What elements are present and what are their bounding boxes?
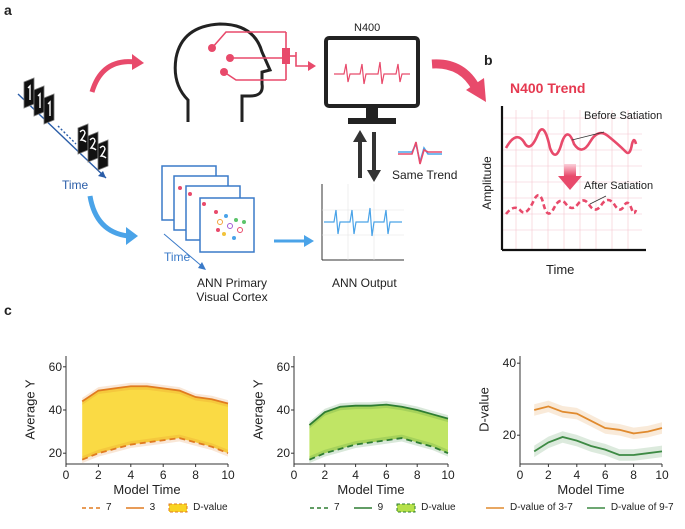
legend-swatch bbox=[125, 506, 144, 509]
trend-xlabel: Time bbox=[546, 262, 575, 277]
x-axis-title: Model Time bbox=[337, 482, 405, 497]
ann-output-graph-icon bbox=[321, 184, 404, 261]
panel-label-b: b bbox=[484, 52, 493, 68]
ann-output-label: ANN Output bbox=[332, 276, 397, 290]
legend-label: D-value of 9-7 bbox=[610, 502, 674, 513]
time-axis-label: Time bbox=[62, 178, 89, 192]
y-tick-label: 40 bbox=[48, 403, 62, 417]
x-tick-label: 4 bbox=[127, 468, 135, 482]
x-tick-label: 8 bbox=[413, 468, 421, 482]
y-tick-label: 20 bbox=[502, 428, 516, 443]
series-1-line bbox=[533, 405, 663, 435]
eeg-monitor-icon bbox=[324, 36, 420, 124]
x-tick-label: 4 bbox=[352, 468, 359, 482]
x-axis-title: Model Time bbox=[113, 482, 181, 497]
before-satiation-label: Before Satiation bbox=[584, 110, 663, 122]
legend-swatch bbox=[396, 503, 416, 512]
series-1-line bbox=[309, 437, 449, 461]
series-1-band bbox=[534, 400, 662, 440]
human-head-icon bbox=[173, 22, 316, 122]
legend-label: 3 bbox=[149, 502, 156, 513]
same-trend-waveform-icon bbox=[398, 141, 442, 165]
x-tick-label: 8 bbox=[630, 468, 637, 482]
y-tick-label: 40 bbox=[502, 356, 516, 371]
x-tick-label: 10 bbox=[655, 468, 669, 482]
legend-label: 9 bbox=[377, 502, 384, 513]
x-tick-label: 10 bbox=[221, 468, 235, 482]
y-tick-label: 20 bbox=[276, 446, 290, 461]
legend-label: D-value bbox=[193, 502, 228, 513]
legend-label: D-value of 3-7 bbox=[510, 502, 573, 513]
ann-layers-icon bbox=[161, 165, 255, 270]
y-axis-title: D-value bbox=[476, 387, 492, 432]
panel-label-a: a bbox=[4, 2, 12, 18]
x-tick-label: 6 bbox=[383, 468, 390, 482]
x-tick-label: 2 bbox=[321, 468, 329, 482]
chart-1-plot bbox=[63, 356, 229, 467]
x-tick-label: 8 bbox=[192, 468, 199, 482]
legend-swatch bbox=[586, 506, 605, 509]
bidirectional-arrow-icon bbox=[353, 130, 381, 182]
legend-swatch bbox=[486, 506, 504, 509]
legend-swatch bbox=[310, 506, 328, 509]
panel-label-c: c bbox=[4, 302, 12, 318]
ann-cortex-label: ANN Primary Visual Cortex bbox=[186, 276, 278, 304]
series-2-line bbox=[308, 403, 449, 426]
n400-trend-plot bbox=[500, 106, 646, 252]
legend-label: D-value bbox=[421, 502, 456, 513]
same-trend-label: Same Trend bbox=[392, 168, 458, 182]
x-tick-label: 2 bbox=[95, 468, 102, 482]
x-tick-label: 0 bbox=[516, 468, 524, 482]
arrow-to-ann-output-icon bbox=[274, 235, 314, 247]
series-2-band bbox=[309, 401, 448, 429]
x-axis-title: Model Time bbox=[557, 482, 625, 497]
series-2-line bbox=[81, 385, 229, 405]
x-tick-label: 6 bbox=[601, 468, 609, 482]
chart-2-legend: 7 9 D-value bbox=[308, 502, 464, 513]
y-tick-label: 40 bbox=[276, 403, 290, 417]
ann-time-label: Time bbox=[164, 250, 191, 264]
x-tick-label: 0 bbox=[62, 468, 70, 482]
arrow-to-trend-icon bbox=[431, 59, 486, 102]
curved-arrow-to-ann-icon bbox=[87, 195, 138, 245]
after-satiation-label: After Satiation bbox=[584, 180, 654, 192]
series-2-band bbox=[82, 382, 228, 407]
legend-swatch bbox=[353, 506, 372, 509]
chart-1-legend: 7 3 D-value bbox=[80, 502, 236, 513]
x-tick-label: 0 bbox=[290, 468, 298, 482]
legend-swatch bbox=[82, 506, 100, 509]
chart-3-legend: D-value of 3-7 D-value of 9-7 bbox=[484, 502, 682, 513]
d-value-fill bbox=[309, 404, 448, 460]
ann-cortex-label-line1: ANN Primary bbox=[196, 276, 267, 290]
legend-label: 7 bbox=[334, 502, 340, 513]
y-tick-label: 20 bbox=[48, 446, 62, 461]
series-1-band bbox=[309, 434, 448, 464]
y-tick-label: 60 bbox=[276, 359, 290, 374]
chart-2-plot bbox=[291, 356, 449, 467]
n400-trend-title: N400 Trend bbox=[510, 80, 586, 96]
series-2-line bbox=[533, 436, 663, 456]
chart-3-plot bbox=[517, 356, 663, 467]
curved-arrow-to-head-icon bbox=[89, 54, 144, 93]
trend-ylabel: Amplitude bbox=[480, 156, 494, 210]
y-axis-title: Average Y bbox=[250, 379, 266, 440]
y-axis-title: Average Y bbox=[22, 379, 38, 440]
x-tick-label: 6 bbox=[159, 468, 167, 482]
x-tick-label: 10 bbox=[441, 468, 455, 482]
legend-label: 7 bbox=[106, 502, 112, 513]
x-tick-label: 4 bbox=[573, 468, 581, 482]
ann-cortex-label-line2: Visual Cortex bbox=[196, 290, 268, 304]
y-tick-label: 60 bbox=[48, 359, 62, 374]
stimulus-sequence-icon bbox=[17, 77, 109, 179]
monitor-title: N400 bbox=[354, 22, 381, 34]
x-tick-label: 2 bbox=[545, 468, 552, 482]
legend-swatch bbox=[168, 503, 188, 512]
series-1-line bbox=[81, 437, 229, 461]
